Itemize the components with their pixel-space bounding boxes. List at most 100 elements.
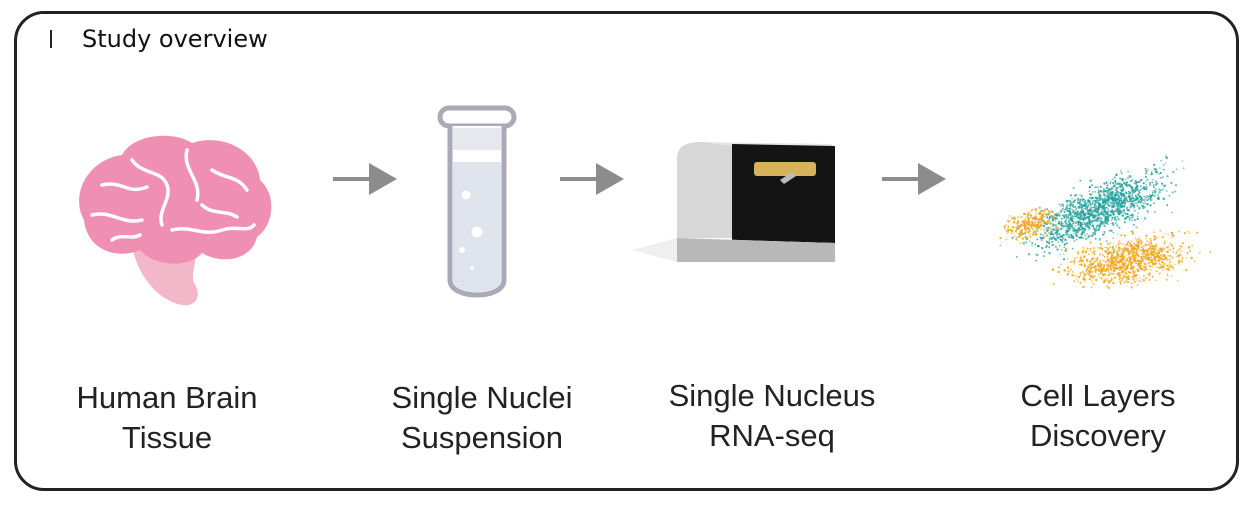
scatter-dot bbox=[1027, 218, 1030, 222]
scatter-dot bbox=[1169, 263, 1171, 265]
scatter-dot bbox=[1123, 281, 1127, 284]
scatter-dot bbox=[1085, 212, 1087, 214]
scatter-dot bbox=[1131, 201, 1134, 203]
test-tube-icon bbox=[437, 105, 517, 298]
scatter-dot bbox=[1094, 191, 1096, 193]
title-container: Study overview bbox=[40, 14, 284, 64]
scatter-dot bbox=[1187, 230, 1189, 233]
scatter-dot bbox=[1096, 246, 1099, 249]
scatter-dot bbox=[1022, 242, 1025, 245]
scatter-dot bbox=[1081, 208, 1083, 211]
scatter-dot bbox=[1076, 201, 1080, 205]
scatter-dot bbox=[1122, 276, 1126, 279]
scatter-dot bbox=[1168, 194, 1171, 197]
scatter-dot bbox=[1098, 238, 1101, 240]
scatter-dot bbox=[1070, 201, 1073, 205]
scatter-dot bbox=[1011, 216, 1014, 220]
scatter-dot bbox=[1139, 195, 1142, 198]
scatter-dot bbox=[1102, 187, 1105, 190]
scatter-dot bbox=[1133, 182, 1136, 184]
scatter-dot bbox=[1143, 263, 1146, 266]
scatter-dot bbox=[1061, 237, 1065, 240]
scatter-dot bbox=[1113, 213, 1115, 215]
scatter-dot bbox=[1151, 194, 1154, 197]
scatter-dot bbox=[1145, 234, 1148, 237]
scatter-dot bbox=[1025, 219, 1027, 222]
scatter-dot bbox=[1125, 191, 1127, 193]
scatter-dot bbox=[1061, 240, 1064, 244]
scatter-dot bbox=[1093, 209, 1095, 211]
scatter-dot bbox=[1073, 240, 1076, 242]
scatter-dot bbox=[1165, 278, 1169, 281]
scatter-dot bbox=[1130, 240, 1133, 243]
scatter-dot bbox=[1061, 207, 1065, 211]
scatter-dot bbox=[1067, 220, 1070, 223]
scatter-dot bbox=[1069, 204, 1072, 208]
scatter-dot bbox=[1098, 253, 1102, 256]
scatter-dot bbox=[1129, 242, 1132, 245]
scatter-dot bbox=[1105, 277, 1108, 280]
scatter-dot bbox=[1142, 274, 1145, 277]
scatter-dot bbox=[1012, 221, 1015, 224]
scatter-dot bbox=[1058, 236, 1061, 239]
scatter-dot bbox=[1078, 207, 1080, 210]
scatter-dot bbox=[1137, 193, 1140, 196]
scatter-dot bbox=[1120, 199, 1123, 201]
scatter-dot bbox=[1114, 215, 1117, 219]
sequencer-icon bbox=[632, 142, 835, 262]
scatter-dot bbox=[1091, 224, 1095, 227]
scatter-dot bbox=[1193, 260, 1196, 263]
scatter-dot bbox=[1136, 241, 1139, 244]
scatter-dot bbox=[1092, 219, 1095, 222]
scatter-dot bbox=[1096, 261, 1100, 265]
scatter-dot bbox=[1134, 248, 1137, 251]
scatter-dot bbox=[1184, 232, 1186, 235]
scatter-dot bbox=[1105, 246, 1108, 249]
scatter-dot bbox=[1114, 210, 1117, 213]
scatter-dot bbox=[1136, 259, 1139, 262]
scatter-dot bbox=[1005, 230, 1008, 233]
scatter-dot bbox=[1186, 252, 1189, 254]
scatter-dot bbox=[1112, 248, 1116, 251]
scatter-dot bbox=[1163, 257, 1166, 261]
scatter-dot bbox=[1073, 233, 1075, 235]
scatter-dot bbox=[1130, 266, 1133, 269]
scatter-dot bbox=[1124, 267, 1127, 270]
scatter-dot bbox=[1103, 264, 1106, 267]
scatter-dot bbox=[1111, 178, 1114, 181]
scatter-dot bbox=[1064, 238, 1067, 241]
scatter-dot bbox=[1134, 186, 1137, 189]
scatter-dot bbox=[1110, 204, 1112, 207]
scatter-dot bbox=[1163, 241, 1167, 244]
scatter-dot bbox=[1129, 214, 1132, 216]
scatter-dot bbox=[1135, 262, 1138, 264]
scatter-dot bbox=[1118, 239, 1121, 242]
scatter-dot bbox=[1158, 272, 1161, 275]
scatter-dot bbox=[1105, 267, 1109, 271]
scatter-dot bbox=[1076, 214, 1079, 217]
scatter-dot bbox=[1071, 227, 1075, 230]
scatter-dot bbox=[1020, 224, 1023, 227]
scatter-dot bbox=[1010, 232, 1014, 235]
scatter-dot bbox=[1120, 234, 1123, 237]
scatter-dot bbox=[1180, 254, 1182, 257]
scatter-dot bbox=[1138, 239, 1142, 242]
scatter-dot bbox=[1148, 183, 1152, 186]
scatter-dot bbox=[1118, 277, 1121, 281]
scatter-dot bbox=[1070, 215, 1074, 218]
scatter-dot bbox=[1072, 187, 1075, 190]
scatter-dot bbox=[1155, 279, 1157, 282]
scatter-dot bbox=[1073, 199, 1076, 202]
scatter-dot bbox=[1171, 265, 1174, 267]
scatter-dot bbox=[1064, 231, 1068, 234]
scatter-dot bbox=[1098, 214, 1101, 217]
scatter-dot bbox=[1095, 205, 1098, 208]
scatter-dot bbox=[1116, 257, 1119, 259]
scatter-dot bbox=[1051, 228, 1053, 230]
scatter-dot bbox=[1139, 242, 1143, 246]
scatter-dot bbox=[1089, 220, 1092, 224]
scatter-dot bbox=[1074, 231, 1077, 234]
scatter-dot bbox=[1065, 216, 1068, 218]
scatter-dot bbox=[1033, 221, 1036, 224]
scatter-dot bbox=[1050, 222, 1054, 225]
